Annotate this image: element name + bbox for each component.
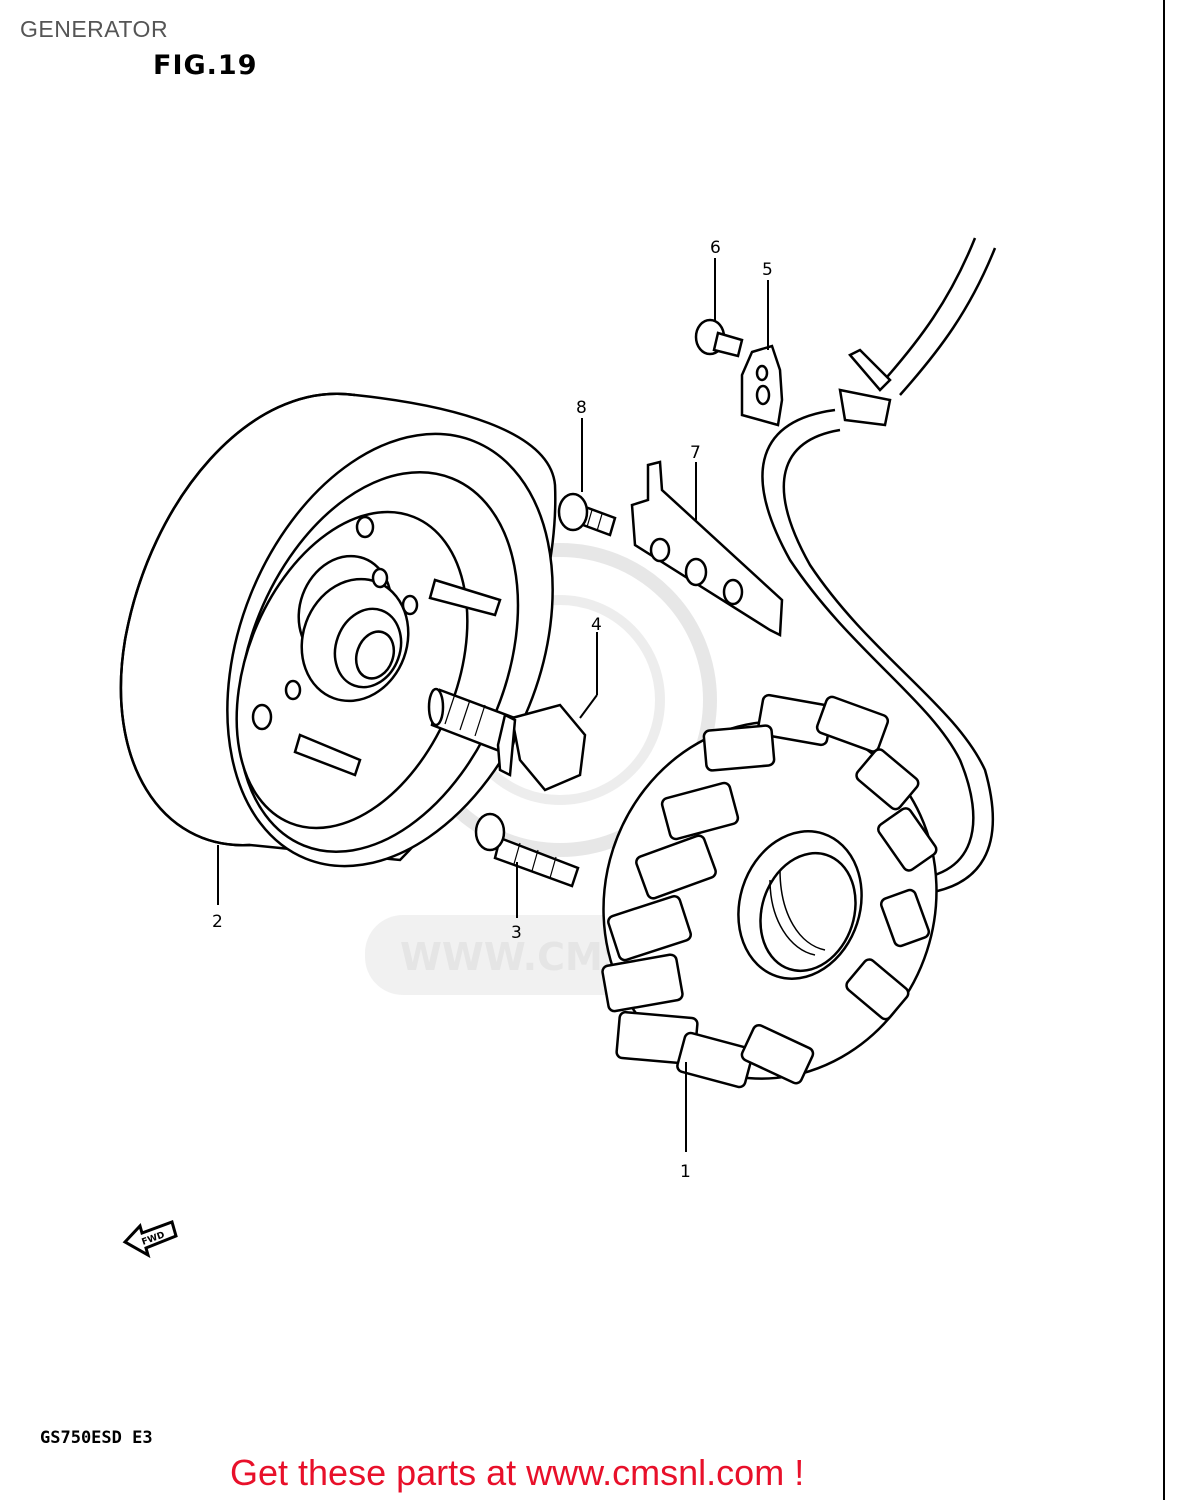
part-number-4: 4 xyxy=(591,615,602,635)
stator-screw xyxy=(474,812,580,888)
leader-lines xyxy=(217,258,769,1152)
part-number-7: 7 xyxy=(690,443,701,463)
page-border xyxy=(1163,0,1165,1500)
stator-lead-wire xyxy=(761,237,997,897)
part-number-6: 6 xyxy=(710,238,721,258)
cta-link[interactable]: Get these parts at www.cmsnl.com ! xyxy=(230,1452,805,1493)
clamp-screw xyxy=(557,492,617,537)
part-numbers: 1 2 3 4 5 6 7 8 xyxy=(212,238,773,1182)
rotor-bolt xyxy=(427,687,587,792)
stator-coil xyxy=(601,693,938,1089)
model-code: GS750ESD E3 xyxy=(40,1428,153,1448)
figure-label: FIG.19 xyxy=(153,50,258,81)
exploded-parts-diagram: WWW.CMSNL.COM xyxy=(119,237,997,1259)
part-number-1: 1 xyxy=(680,1162,691,1182)
rotor-flywheel xyxy=(119,392,557,868)
clamp-screw-small xyxy=(694,318,744,358)
part-number-3: 3 xyxy=(511,923,522,943)
lead-wire-plate xyxy=(630,460,784,637)
part-number-2: 2 xyxy=(212,912,223,932)
wire-clamp xyxy=(740,344,784,427)
page-title: GENERATOR xyxy=(20,16,169,42)
forward-arrow-icon: FWD xyxy=(122,1220,178,1259)
part-number-5: 5 xyxy=(762,260,773,280)
part-number-8: 8 xyxy=(576,398,587,418)
